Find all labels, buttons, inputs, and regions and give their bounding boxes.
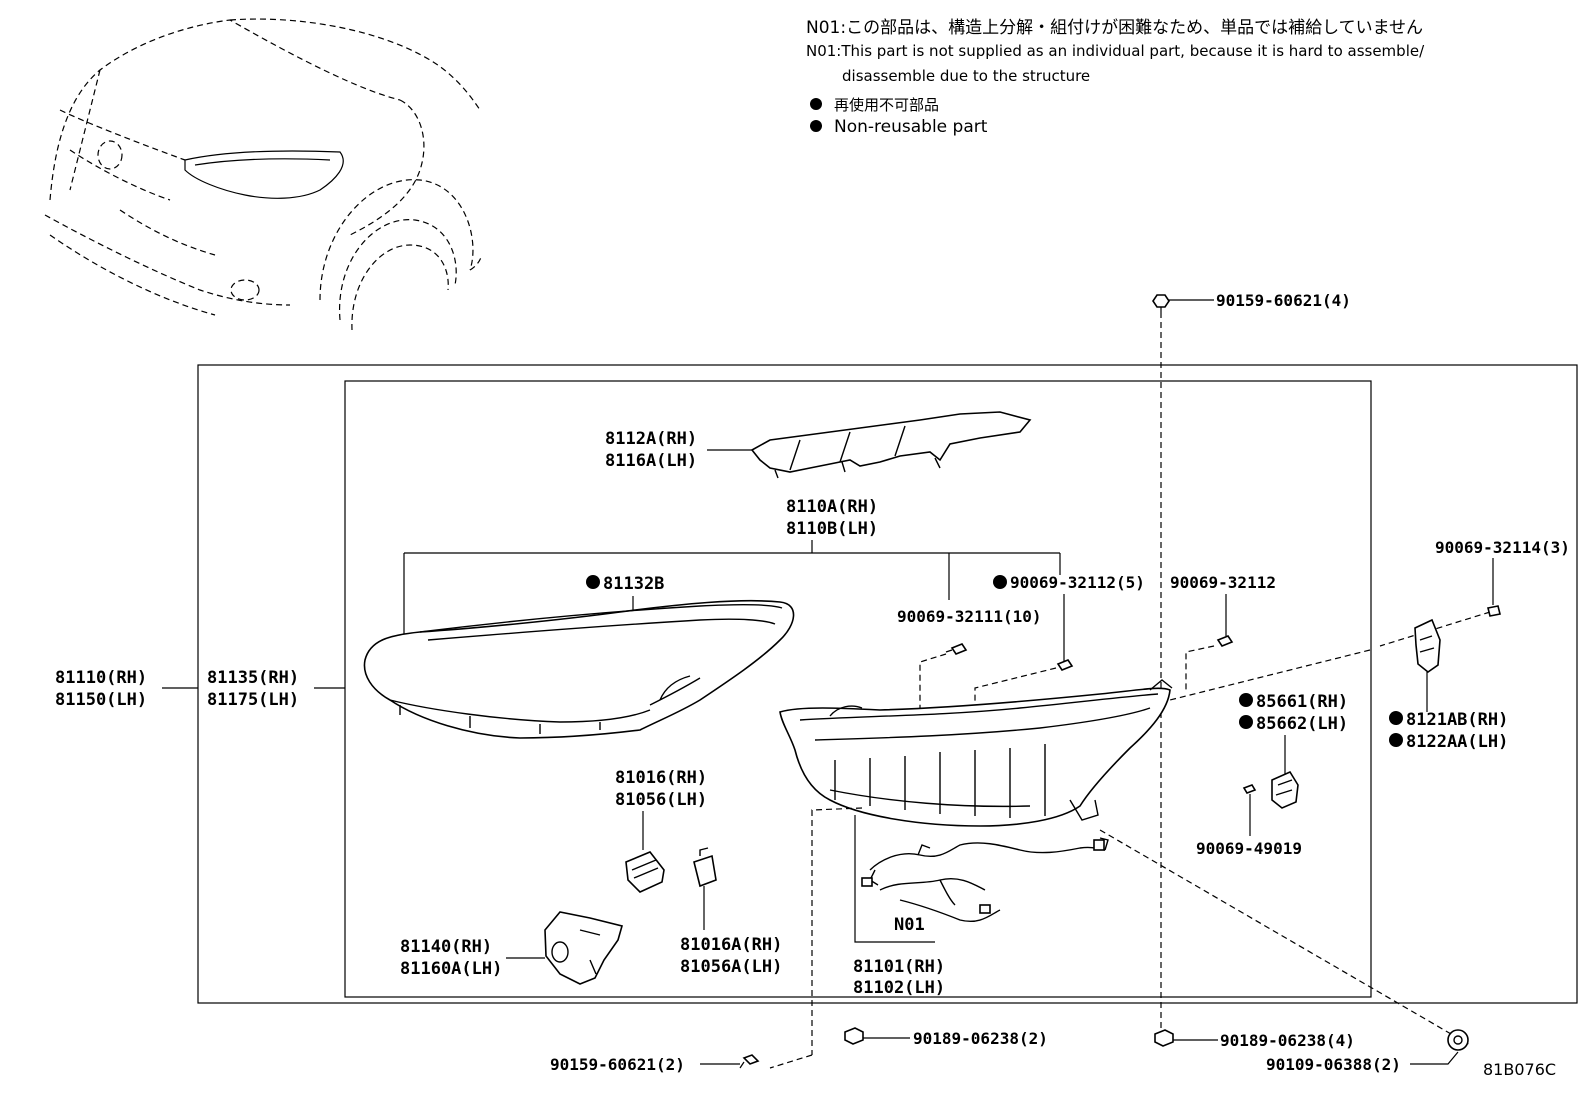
figure-code: 81B076C	[1483, 1060, 1556, 1079]
vehicle-locator-sketch	[44, 18, 483, 331]
control-unit-part	[693, 847, 717, 888]
note-nonreusable-en: Non-reusable part	[834, 117, 988, 137]
screw-icon	[945, 643, 968, 655]
control-module-part	[625, 851, 665, 893]
label-81016: 81016(RH)	[615, 768, 707, 788]
label-90069-32114: 90069-32114(3)	[1435, 538, 1570, 557]
label-81101: 81101(RH)	[853, 957, 945, 977]
label-90069-32112-5: 90069-32112(5)	[1010, 573, 1145, 592]
mounting-bracket-part	[1414, 618, 1441, 673]
label-90159-60621-2: 90159-60621(2)	[550, 1055, 685, 1074]
nonreusable-bullet-icon	[1389, 711, 1403, 725]
bolt-washer-icon	[1447, 1029, 1469, 1051]
note-nonreusable-jp: 再使用不可部品	[834, 96, 939, 114]
screw-icon	[1216, 635, 1234, 647]
label-81110: 81110(RH)	[55, 668, 147, 688]
screw-icon	[1152, 294, 1170, 318]
label-81132B: 81132B	[603, 574, 664, 594]
label-85662: 85662(LH)	[1256, 714, 1348, 734]
note-n01-en-1: N01:This part is not supplied as an indi…	[806, 42, 1425, 60]
label-8110A: 8110A(RH)	[786, 497, 878, 517]
label-90069-32112: 90069-32112	[1170, 573, 1276, 592]
label-N01: N01	[894, 915, 925, 935]
label-90109-06388-2: 90109-06388(2)	[1266, 1055, 1401, 1074]
nonreusable-bullet-icon	[810, 120, 822, 132]
label-8116A: 8116A(LH)	[605, 451, 697, 471]
nonreusable-bullet-icon	[993, 575, 1007, 589]
label-81160A: 81160A(LH)	[400, 959, 502, 979]
screw-icon	[1242, 784, 1257, 794]
headlamp-housing-part	[779, 679, 1173, 827]
nonreusable-bullet-icon	[1239, 693, 1253, 707]
label-8122AA: 8122AA(LH)	[1406, 732, 1508, 752]
screw-icon	[1487, 605, 1501, 617]
label-90189-06238-2: 90189-06238(2)	[913, 1029, 1048, 1048]
label-81150: 81150(LH)	[55, 690, 147, 710]
label-81175: 81175(LH)	[207, 690, 299, 710]
label-81056A: 81056A(LH)	[680, 957, 782, 977]
label-90069-49019: 90069-49019	[1196, 839, 1302, 858]
label-8112A: 8112A(RH)	[605, 429, 697, 449]
label-81056: 81056(LH)	[615, 790, 707, 810]
note-n01-jp: N01:この部品は、構造上分解・組付けが困難なため、単品では補給していません	[806, 18, 1423, 38]
screw-icon	[1056, 659, 1074, 671]
nonreusable-bullet-icon	[586, 575, 600, 589]
label-81135: 81135(RH)	[207, 668, 299, 688]
screw-icon	[739, 1054, 760, 1069]
label-90159-60621-4: 90159-60621(4)	[1216, 291, 1351, 310]
outer-assembly-frame	[197, 364, 1578, 1004]
note-n01-en-2: disassemble due to the structure	[842, 67, 1090, 85]
label-8121AB: 8121AB(RH)	[1406, 710, 1508, 730]
label-81016A: 81016A(RH)	[680, 935, 782, 955]
label-90189-06238-4: 90189-06238(4)	[1220, 1031, 1355, 1050]
nonreusable-bullet-icon	[810, 98, 822, 110]
label-8110B: 8110B(LH)	[786, 519, 878, 539]
label-81140: 81140(RH)	[400, 937, 492, 957]
label-85661: 85661(RH)	[1256, 692, 1348, 712]
label-81102: 81102(LH)	[853, 978, 945, 998]
clip-nut-icon	[1154, 1029, 1174, 1047]
nonreusable-bullet-icon	[1239, 715, 1253, 729]
clip-nut-icon	[844, 1027, 864, 1045]
inner-assembly-frame	[344, 380, 1372, 998]
leveling-actuator-part	[1271, 770, 1299, 809]
label-90069-32111: 90069-32111(10)	[897, 607, 1042, 626]
headlamp-lens-part	[363, 599, 795, 739]
nonreusable-bullet-icon	[1389, 733, 1403, 747]
wire-harness-part	[861, 837, 1109, 922]
light-guide-part	[750, 411, 1032, 479]
fog-lamp-part	[544, 911, 623, 985]
